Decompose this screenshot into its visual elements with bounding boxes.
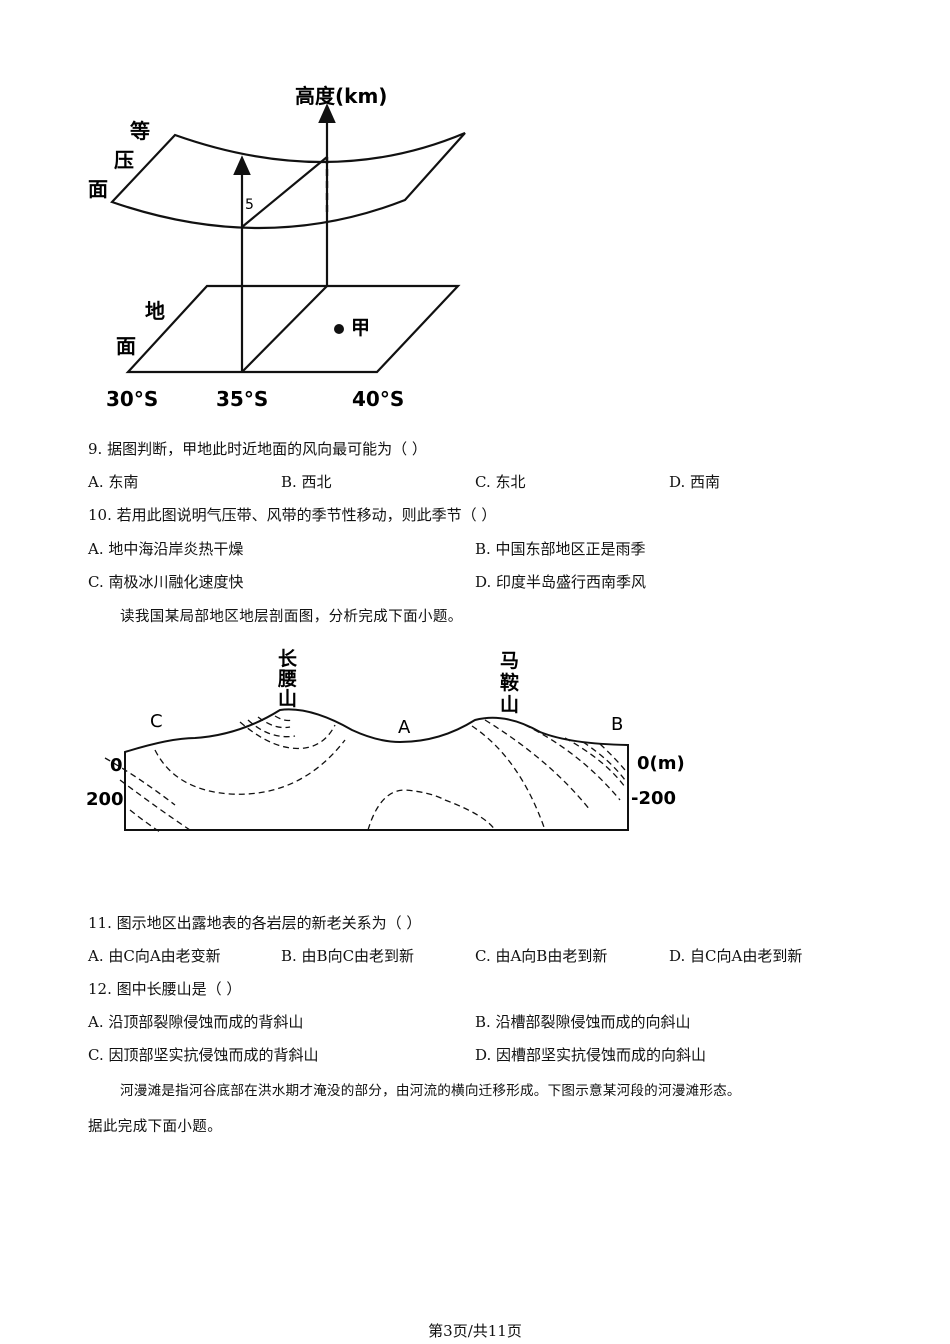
lat-35: 35°S	[216, 387, 268, 411]
label-c: C	[150, 711, 163, 732]
q10-option-c[interactable]: C. 南极冰川融化速度快	[88, 573, 244, 591]
q10-option-a[interactable]: A. 地中海沿岸炎热干燥	[88, 540, 244, 558]
surface-label-3: 面	[88, 177, 108, 201]
right-elev-200: -200	[631, 788, 676, 809]
label-b: B	[611, 714, 623, 735]
question-12-stem: 12. 图中长腰山是（ ）	[88, 980, 242, 998]
question-9-stem: 9. 据图判断，甲地此时近地面的风向最可能为（ ）	[88, 440, 427, 458]
q9-option-b[interactable]: B. 西北	[281, 473, 332, 491]
question-10-stem: 10. 若用此图说明气压带、风带的季节性移动，则此季节（ ）	[88, 506, 497, 524]
q12-option-d[interactable]: D. 因槽部坚实抗侵蚀而成的向斜山	[475, 1046, 707, 1064]
geologic-profile-figure: 长 腰 山 马 鞍 山 C A B 0 200 0(m) -200	[86, 648, 685, 833]
axis-label: 高度(km)	[295, 84, 387, 108]
left-elev-0: 0	[110, 755, 123, 776]
intro-paragraph-2: 读我国某局部地区地层剖面图，分析完成下面小题。	[120, 609, 463, 625]
height-mark: 5	[245, 197, 254, 213]
q10-option-d[interactable]: D. 印度半岛盛行西南季风	[475, 573, 647, 591]
q9-option-c[interactable]: C. 东北	[475, 473, 526, 491]
surface-divider	[241, 156, 328, 228]
q9-option-a[interactable]: A. 东南	[88, 473, 139, 491]
mountain-left-1: 长	[278, 648, 298, 670]
q10-option-b[interactable]: B. 中国东部地区正是雨季	[475, 540, 646, 558]
surface-label-2: 压	[114, 148, 134, 172]
ground-label-2: 面	[116, 334, 136, 358]
left-elev-200: 200	[86, 789, 124, 810]
q12-option-a[interactable]: A. 沿顶部裂隙侵蚀而成的背斜山	[88, 1013, 304, 1031]
intro-paragraph-3-line-1: 河漫滩是指河谷底部在洪水期才淹没的部分，由河流的横向迁移形成。下图示意某河段的河…	[120, 1083, 741, 1099]
lat-30: 30°S	[106, 387, 158, 411]
mountain-right-2: 鞍	[500, 671, 519, 694]
q12-option-b[interactable]: B. 沿槽部裂隙侵蚀而成的向斜山	[475, 1013, 691, 1031]
point-label: 甲	[351, 317, 370, 339]
surface-label-1: 等	[130, 119, 150, 143]
q11-option-a[interactable]: A. 由C向A由老变新	[88, 947, 221, 965]
question-11-stem: 11. 图示地区出露地表的各岩层的新老关系为（ ）	[88, 914, 422, 932]
mountain-left-2: 腰	[277, 668, 297, 690]
mountain-right-3: 山	[500, 694, 519, 716]
ground-divider	[241, 285, 328, 373]
point-jia	[334, 324, 344, 334]
q9-option-d[interactable]: D. 西南	[669, 473, 721, 491]
label-a: A	[398, 717, 411, 738]
right-elev-0: 0(m)	[637, 753, 685, 774]
q11-option-d[interactable]: D. 自C向A由老到新	[669, 947, 803, 965]
mountain-left-3: 山	[278, 688, 297, 710]
q11-option-b[interactable]: B. 由B向C由老到新	[281, 947, 415, 965]
ground-label-1: 地	[145, 299, 165, 323]
lat-40: 40°S	[352, 387, 404, 411]
q11-option-c[interactable]: C. 由A向B由老到新	[475, 947, 608, 965]
q12-option-c[interactable]: C. 因顶部坚实抗侵蚀而成的背斜山	[88, 1046, 319, 1064]
profile-outline	[124, 708, 629, 831]
mountain-right-1: 马	[500, 650, 519, 672]
isobaric-surface-figure: 高度(km) 等 压 面 地 面 5 甲 30°S 35°S 40°S	[88, 84, 466, 411]
ground-surface	[125, 284, 461, 374]
isobaric-surface	[110, 131, 466, 230]
page-footer: 第3页/共11页	[428, 1322, 522, 1340]
intro-paragraph-3-line-2: 据此完成下面小题。	[88, 1119, 223, 1135]
